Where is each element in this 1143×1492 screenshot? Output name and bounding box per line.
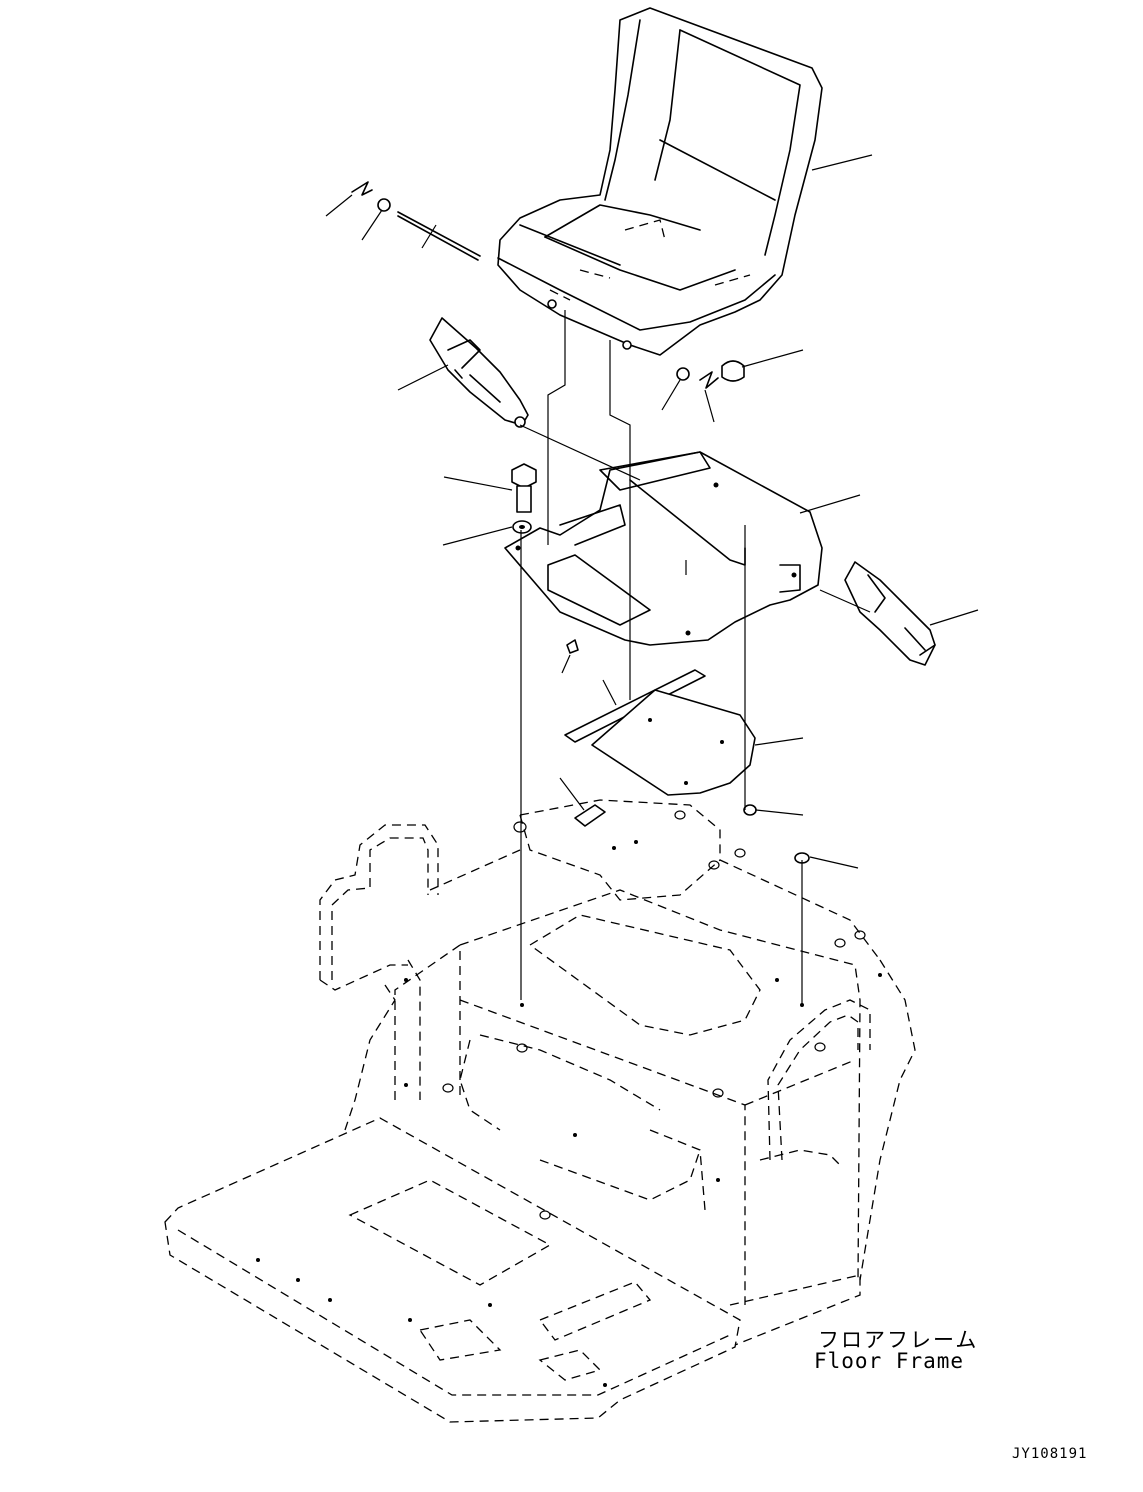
mount-plate	[504, 451, 823, 646]
drawing-id: JY108191	[1012, 1446, 1088, 1462]
floor-frame-label-en: Floor Frame	[814, 1349, 965, 1373]
seat	[497, 7, 823, 356]
right-small-parts	[676, 360, 745, 389]
bolt	[511, 463, 537, 534]
guide-lines	[519, 310, 871, 1005]
lower-plate	[564, 669, 756, 796]
floor-frame	[164, 799, 916, 1423]
leader-lines	[325, 154, 979, 869]
floor-frame-label-jp: フロアフレーム	[818, 1328, 979, 1352]
seat-belt-left	[429, 317, 529, 428]
rod-and-washer	[351, 181, 481, 261]
seat-belt-right	[844, 561, 936, 666]
